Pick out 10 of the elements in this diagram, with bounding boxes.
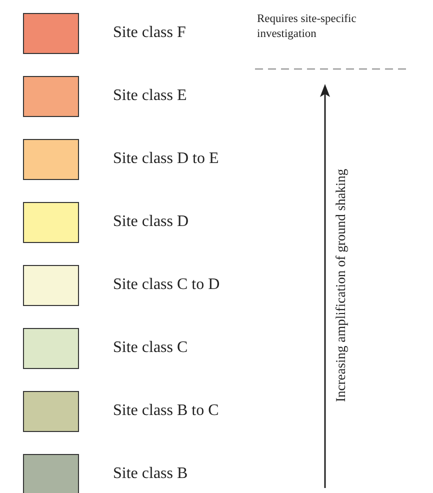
legend-label: Site class F xyxy=(113,24,186,42)
legend-label: Site class C xyxy=(113,339,188,357)
axis-label: Increasing amplification of ground shaking xyxy=(333,167,349,404)
legend-label: Site class D to E xyxy=(113,150,219,168)
legend-label: Site class E xyxy=(113,87,187,105)
note-text: Requires site-specific investigation xyxy=(257,12,358,42)
legend-label: Site class D xyxy=(113,213,189,231)
legend-label: Site class B to C xyxy=(113,402,219,420)
legend-label: Site class C to D xyxy=(113,276,220,294)
legend-label: Site class B xyxy=(113,465,188,483)
